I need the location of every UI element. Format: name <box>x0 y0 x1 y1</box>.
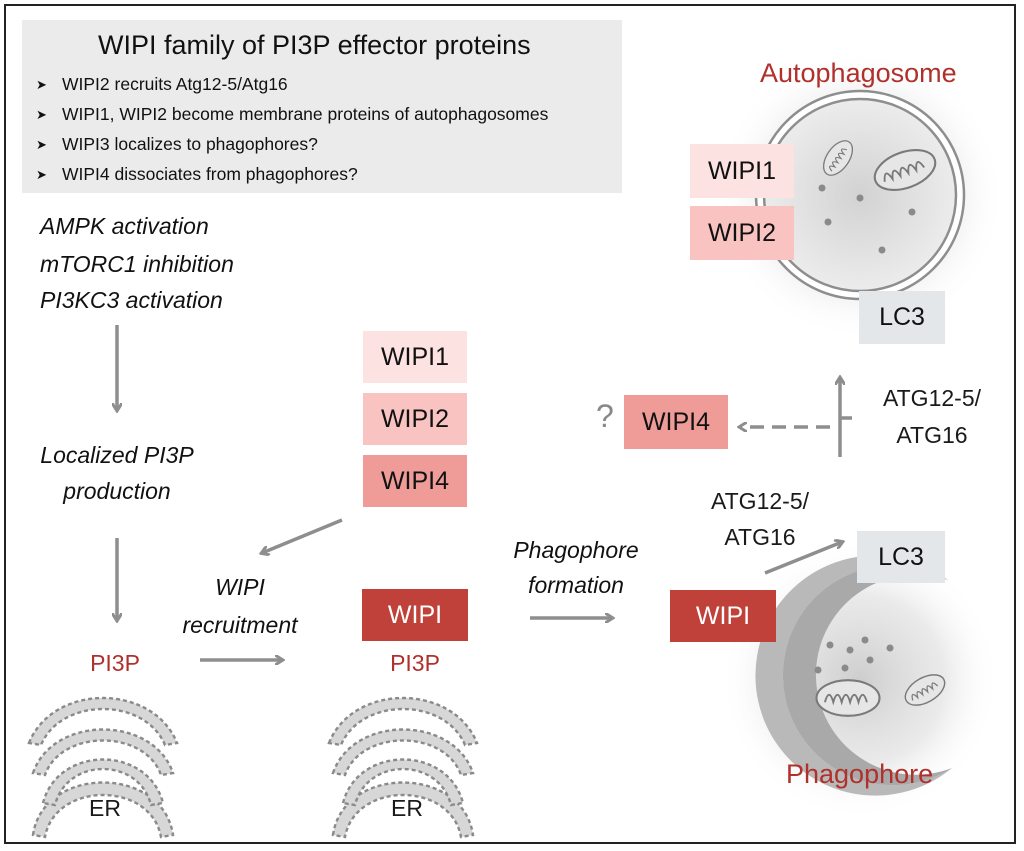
info-bullet-2: ➤WIPI1, WIPI2 become membrane proteins o… <box>36 104 549 124</box>
info-title: WIPI family of PI3P effector proteins <box>98 30 531 60</box>
figure-frame <box>4 4 1016 844</box>
arrow-right-bullet-icon: ➤ <box>36 137 47 152</box>
signal-pi3kc3: PI3KC3 activation <box>40 287 223 313</box>
atg-label-branch-2: ATG16 <box>896 422 968 448</box>
wipi2-box-autophagosome: WIPI2 <box>690 206 794 260</box>
er-label-left: ER <box>89 795 121 821</box>
phagophore-formation-label-1: Phagophore <box>513 537 639 563</box>
phagophore-graphic <box>720 540 1000 820</box>
recruitment-label-1: WIPI <box>215 574 265 600</box>
lc3-box-autophagosome: LC3 <box>859 291 945 344</box>
arrow-right-bullet-icon: ➤ <box>36 77 47 92</box>
wipi4-box-stack: WIPI4 <box>363 455 467 507</box>
wipi-box-phagophore: WIPI <box>670 590 776 642</box>
phagophore-formation-label-2: formation <box>528 572 624 598</box>
phagophore-title: Phagophore <box>786 759 934 789</box>
atg-label-phagophore-1: ATG12-5/ <box>711 488 809 514</box>
er-label-center: ER <box>391 795 423 821</box>
question-mark: ? <box>596 398 614 434</box>
autophagosome-graphic <box>715 50 1005 340</box>
production-label-2: production <box>63 478 171 504</box>
arrow-right-bullet-icon: ➤ <box>36 167 47 182</box>
arrow-right-bullet-icon: ➤ <box>36 107 47 122</box>
info-bullet-4: ➤WIPI4 dissociates from phagophores? <box>36 164 358 184</box>
production-label-1: Localized PI3P <box>40 442 194 468</box>
wipi-box-center: WIPI <box>362 589 468 641</box>
arrows <box>117 325 852 660</box>
atg-label-phagophore-2: ATG16 <box>724 524 796 550</box>
wipi1-box-stack: WIPI1 <box>363 331 467 383</box>
wipi1-box-autophagosome: WIPI1 <box>690 144 794 198</box>
recruitment-label-2: recruitment <box>182 612 298 638</box>
autophagosome-title: Autophagosome <box>760 58 957 88</box>
info-panel <box>22 20 622 193</box>
atg-label-branch-1: ATG12-5/ <box>883 385 981 411</box>
pi3p-label-center: PI3P <box>390 650 440 676</box>
info-bullet-1: ➤WIPI2 recruits Atg12-5/Atg16 <box>36 74 288 94</box>
lc3-box-phagophore: LC3 <box>857 531 945 583</box>
pi3p-label-left: PI3P <box>90 650 140 676</box>
wipi2-box-stack: WIPI2 <box>363 393 467 445</box>
signal-ampk: AMPK activation <box>40 213 209 239</box>
info-bullet-3: ➤WIPI3 localizes to phagophores? <box>36 134 318 154</box>
signal-mtorc1: mTORC1 inhibition <box>40 251 234 277</box>
wipi4-box-branch: WIPI4 <box>624 395 728 449</box>
